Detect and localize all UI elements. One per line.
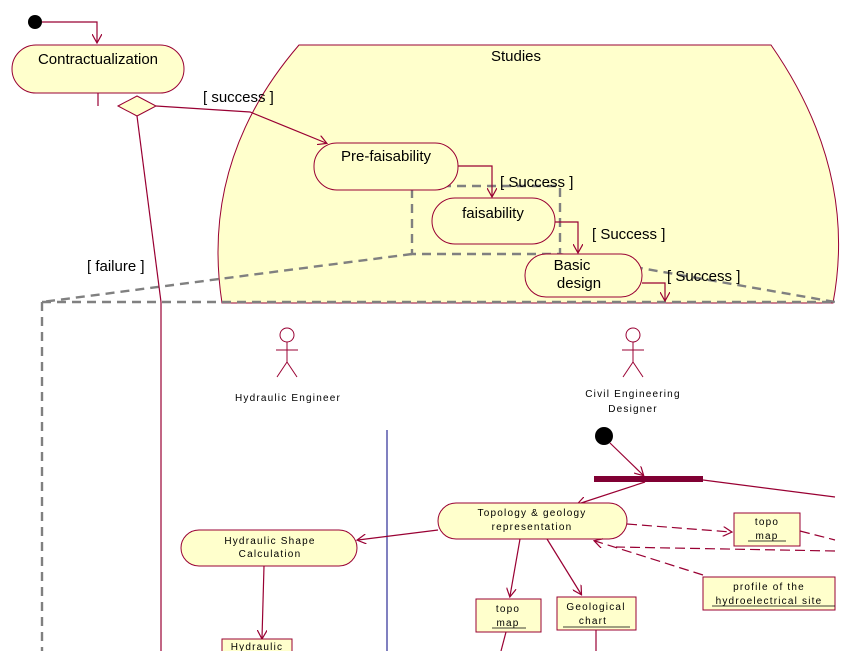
geological-label-2: chart <box>579 616 607 627</box>
topology-label-2: representation <box>492 522 573 533</box>
initial-node <box>28 15 42 29</box>
object-topo-map-bottom[interactable] <box>475 598 542 633</box>
pre-faisability-label: Pre-faisability <box>341 148 432 165</box>
studies-label: Studies <box>491 48 541 65</box>
flow-faisability-to-basic <box>555 221 578 252</box>
guard-success-2: [ Success ] <box>592 226 665 243</box>
flow-topology-to-geological <box>546 538 581 594</box>
object-geological-chart[interactable] <box>556 596 637 631</box>
flow-right-to-topology <box>615 546 836 552</box>
profile-label-2: hydroelectrical site <box>716 596 823 607</box>
guard-success-3: [ Success ] <box>667 268 740 285</box>
activity-basic-design[interactable] <box>524 253 643 298</box>
topo-map-right-label-2: map <box>755 531 778 542</box>
basic-design-label-2: design <box>557 275 601 292</box>
guard-success-1: [ Success ] <box>500 174 573 191</box>
flow-topology-to-topo-map-right <box>626 523 731 532</box>
flow-topology-to-hydraulic <box>358 529 439 540</box>
actor-hydraulic-engineer-label: Hydraulic Engineer <box>235 393 341 404</box>
flow-failure <box>136 115 162 303</box>
faisability-label: faisability <box>462 205 524 222</box>
activity-faisability[interactable] <box>431 197 556 245</box>
object-topo-map-right[interactable] <box>733 512 801 547</box>
topology-label-1: Topology & geology <box>478 508 587 519</box>
flow-profile-to-topology <box>595 541 704 576</box>
flow-fork-to-topology <box>578 481 646 504</box>
actor-civil-designer-label-2: Designer <box>608 404 658 415</box>
fork-bar <box>594 476 703 482</box>
initial-node-2 <box>595 427 613 445</box>
topo-map-bottom-label-1: topo <box>496 604 520 615</box>
flow-topology-to-topo-map-bottom <box>510 538 521 596</box>
guard-success: [ success ] <box>203 89 274 106</box>
object-hydraulic[interactable] <box>221 638 293 651</box>
profile-label-1: profile of the <box>733 582 805 593</box>
hydraulic-shape-label-1: Hydraulic Shape <box>224 536 315 547</box>
actor-hydraulic-engineer[interactable] <box>276 327 298 378</box>
decision-node[interactable] <box>116 95 158 117</box>
actor-civil-designer-label-1: Civil Engineering <box>585 389 680 400</box>
activity-topology-geology[interactable] <box>437 502 628 540</box>
guard-failure: [ failure ] <box>87 258 145 275</box>
flow-basic-exit <box>642 282 665 300</box>
geological-label-1: Geological <box>566 602 625 613</box>
flow-initial <box>42 21 97 42</box>
hydraulic-shape-label-2: Calculation <box>239 549 302 560</box>
flow-to-fork <box>609 442 643 475</box>
flow-hydraulic-to-object <box>262 565 264 638</box>
object-profile-site[interactable] <box>702 576 836 611</box>
flow-topo-map-right-out <box>799 530 836 541</box>
activity-hydraulic-shape[interactable] <box>180 529 358 567</box>
object-hydraulic-label: Hydraulic <box>231 642 283 651</box>
basic-design-label-1: Basic <box>554 257 591 274</box>
topo-map-bottom-label-2: map <box>496 618 519 629</box>
contractualization-label: Contractualization <box>38 51 158 68</box>
studies-state[interactable] <box>217 44 840 304</box>
actor-civil-engineering-designer[interactable] <box>622 327 644 378</box>
flow-fork-right <box>702 479 836 498</box>
flow-pre-to-faisability <box>458 165 492 196</box>
flow-success <box>155 105 326 143</box>
topo-map-right-label-1: topo <box>755 517 779 528</box>
flow-topo-map-bottom-out <box>500 631 507 651</box>
